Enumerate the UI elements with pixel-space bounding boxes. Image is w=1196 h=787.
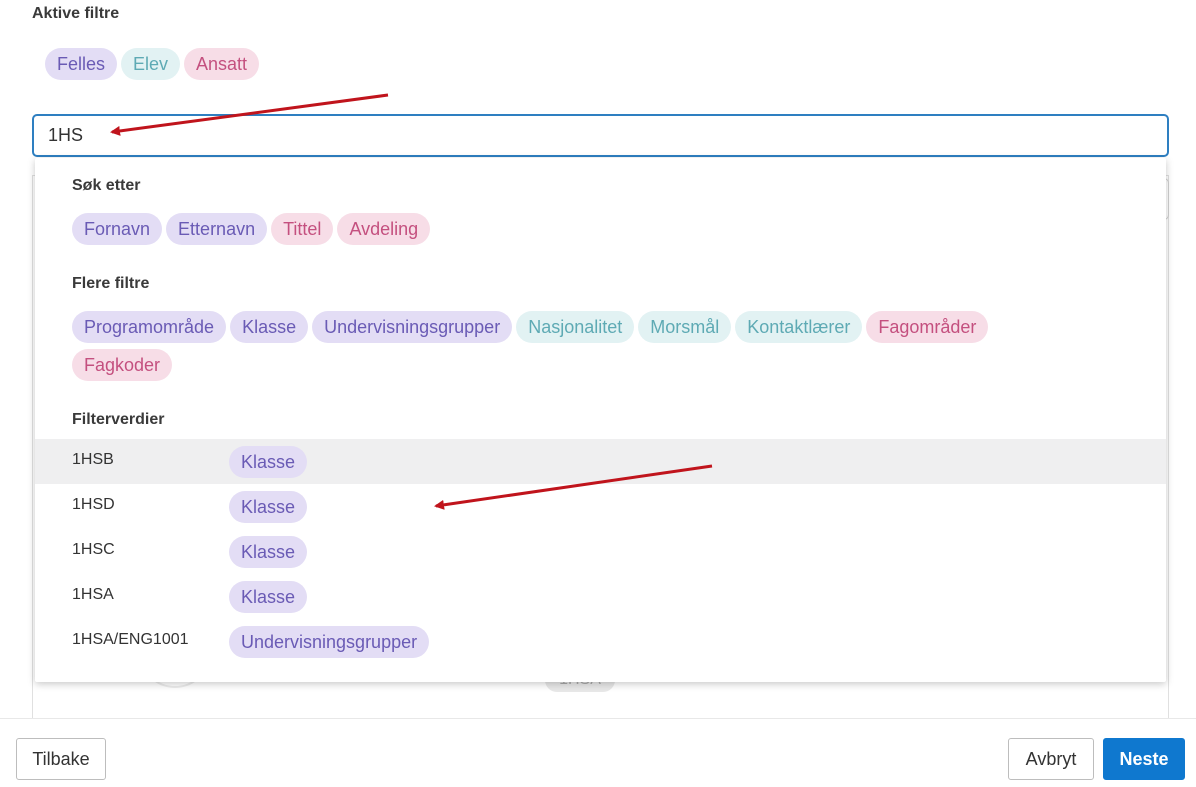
filter-value-row[interactable]: 1HSA/ENG1001 Undervisningsgrupper [35, 619, 1166, 664]
filter-value-row[interactable]: 1HSD Klasse [35, 484, 1166, 529]
filter-chip-fagomrader[interactable]: Fagområder [866, 311, 989, 343]
filter-value-type-chip: Klasse [229, 446, 308, 478]
filter-chip-kontaktlaerer[interactable]: Kontaktlærer [735, 311, 863, 343]
filter-values-list: 1HSB Klasse 1HSD Klasse 1HSC Klasse 1HSA… [35, 439, 1166, 664]
search-by-chip-etternavn[interactable]: Etternavn [166, 213, 268, 245]
search-input[interactable] [32, 114, 1169, 157]
next-button[interactable]: Neste [1103, 738, 1185, 780]
filter-chip-undervisningsgrupper[interactable]: Undervisningsgrupper [312, 311, 513, 343]
more-filters-title: Flere filtre [72, 275, 150, 292]
filter-value-name: 1HSC [72, 541, 115, 558]
filter-chip-fagkoder[interactable]: Fagkoder [72, 349, 173, 381]
footer-bar: Tilbake Avbryt Neste [0, 718, 1196, 787]
filter-value-name: 1HSD [72, 496, 115, 513]
filter-chip-nasjonalitet[interactable]: Nasjonalitet [516, 311, 635, 343]
active-filter-chip-elev[interactable]: Elev [121, 48, 181, 80]
search-by-chip-avdeling[interactable]: Avdeling [337, 213, 431, 245]
filter-value-type-chip: Klasse [229, 536, 308, 568]
active-filter-chip-felles[interactable]: Felles [45, 48, 118, 80]
more-filters-chips: Programområde Klasse Undervisningsgruppe… [72, 311, 1072, 381]
active-filter-chips: Felles Elev Ansatt [45, 48, 260, 80]
search-by-chip-fornavn[interactable]: Fornavn [72, 213, 163, 245]
active-filters-title: Aktive filtre [32, 5, 120, 22]
filter-value-name: 1HSA [72, 586, 114, 603]
search-by-chips: Fornavn Etternavn Tittel Avdeling [72, 213, 1132, 245]
filter-value-row[interactable]: 1HSC Klasse [35, 529, 1166, 574]
filter-value-row[interactable]: 1HSB Klasse [35, 439, 1166, 484]
filter-value-type-chip: Undervisningsgrupper [229, 626, 430, 658]
filter-chip-morsmal[interactable]: Morsmål [638, 311, 732, 343]
search-by-title: Søk etter [72, 177, 141, 194]
filter-values-title: Filterverdier [72, 411, 165, 428]
filter-value-row[interactable]: 1HSA Klasse [35, 574, 1166, 619]
filter-value-type-chip: Klasse [229, 581, 308, 613]
filter-suggestions-dropdown: Søk etter Fornavn Etternavn Tittel Avdel… [35, 158, 1166, 682]
search-by-chip-tittel[interactable]: Tittel [271, 213, 334, 245]
active-filter-chip-ansatt[interactable]: Ansatt [184, 48, 260, 80]
filter-value-name: 1HSB [72, 451, 114, 468]
filter-value-name: 1HSA/ENG1001 [72, 631, 189, 648]
cancel-button[interactable]: Avbryt [1008, 738, 1094, 780]
filter-value-type-chip: Klasse [229, 491, 308, 523]
back-button[interactable]: Tilbake [16, 738, 106, 780]
filter-chip-programomrade[interactable]: Programområde [72, 311, 227, 343]
filter-chip-klasse[interactable]: Klasse [230, 311, 309, 343]
